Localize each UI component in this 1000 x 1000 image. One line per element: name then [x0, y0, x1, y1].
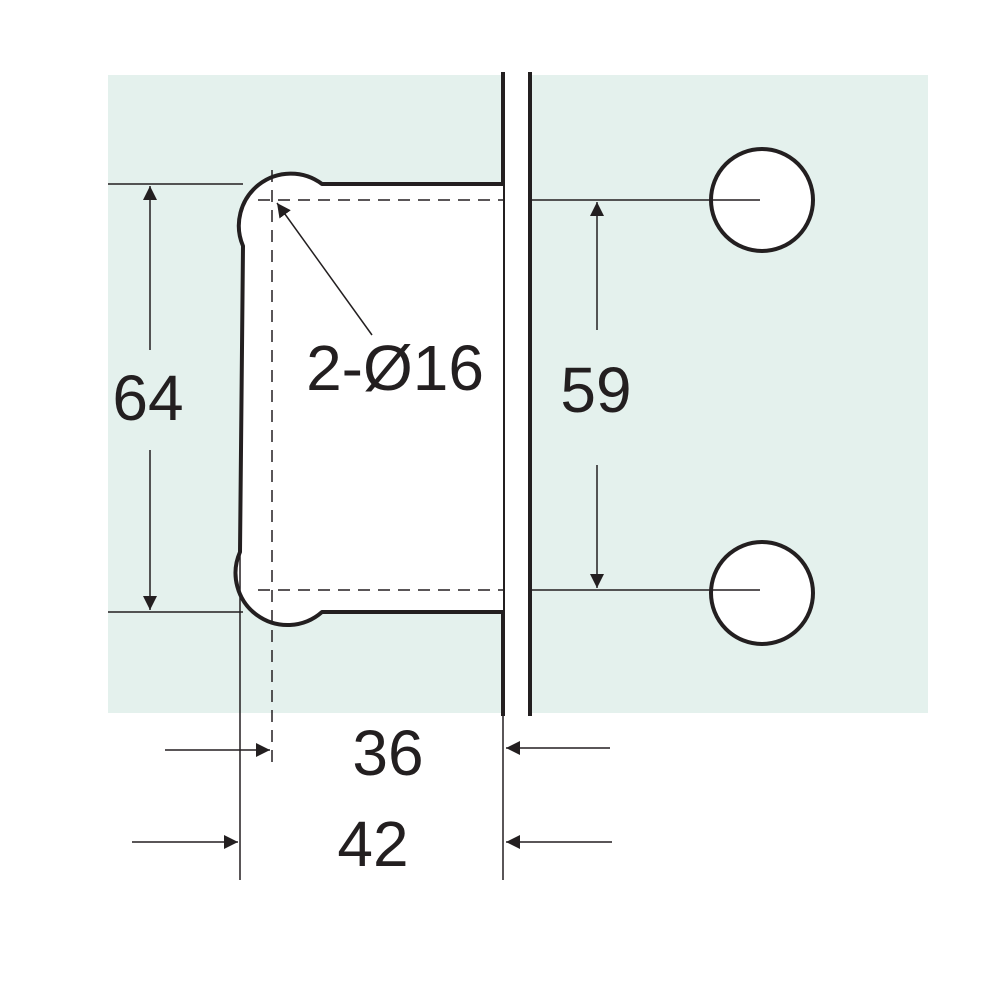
- dim-inner-width-label: 36: [352, 717, 423, 789]
- dim-overall-height-label: 64: [112, 362, 183, 434]
- dim-outer-width-label: 42: [337, 808, 408, 880]
- hole-bottom: [709, 540, 815, 646]
- dim-hole-spec-label: 2-Ø16: [306, 332, 484, 404]
- hole-spec-leader: [276, 202, 373, 336]
- dim-hole-spacing-label: 59: [560, 354, 631, 426]
